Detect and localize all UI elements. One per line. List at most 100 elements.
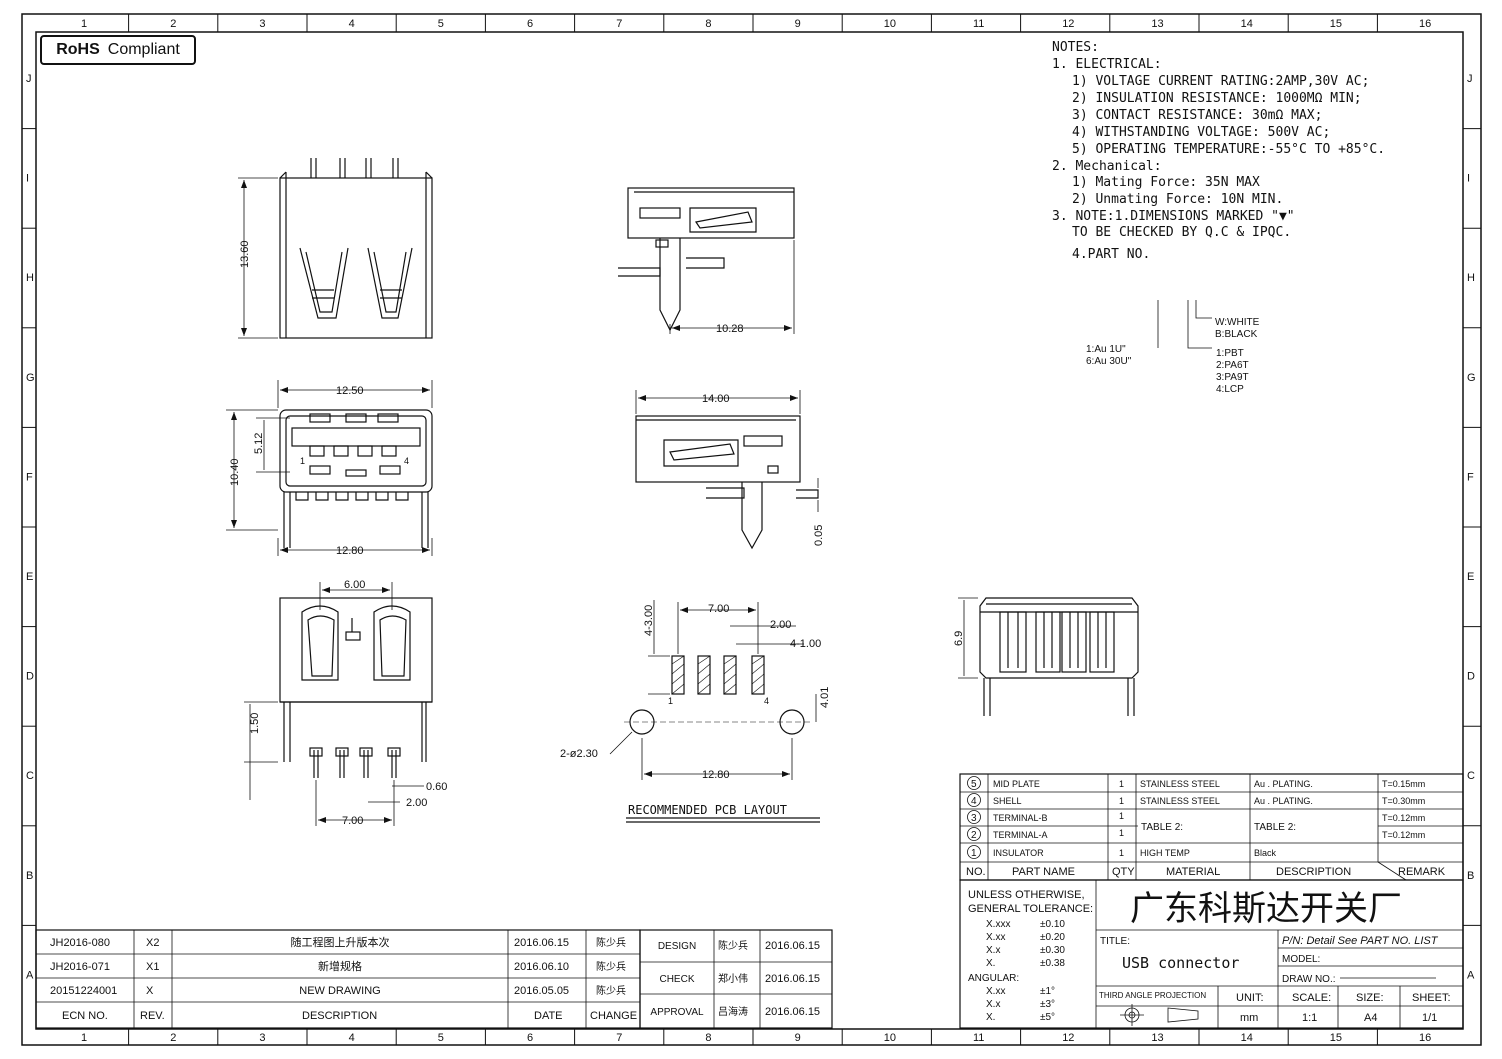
dim-5-12: 5.12 <box>253 433 265 454</box>
dim-0-60: 0.60 <box>426 781 447 793</box>
bom-remark: T=0.15mm <box>1382 779 1425 789</box>
tol-x0-value: ±0.38 <box>1040 958 1065 969</box>
grid-row-label-right: J <box>1467 73 1473 85</box>
material-2: 2:PA6T <box>1216 360 1249 371</box>
material-3: 3:PA9T <box>1216 372 1249 383</box>
tol-angular: ANGULAR: <box>968 973 1019 984</box>
tol-x1: X.x <box>986 945 1000 956</box>
grid-row-label-left: J <box>26 73 32 85</box>
bom-description: Black <box>1254 848 1277 858</box>
pcb-caption: RECOMMENDED PCB LAYOUT <box>628 803 787 817</box>
tol-a-0: X. <box>986 1012 995 1023</box>
rev-date: 2016.05.05 <box>514 985 569 997</box>
approval-date: 2016.06.15 <box>765 940 820 952</box>
notes-m1: 1) Mating Force: 35N MAX <box>1072 175 1260 190</box>
approval-date: 2016.06.15 <box>765 973 820 985</box>
color-black: B:BLACK <box>1215 329 1258 340</box>
bom-qty: 1 <box>1119 811 1124 821</box>
model-label: MODEL: <box>1282 954 1320 965</box>
sheet-label: SHEET: <box>1412 992 1451 1004</box>
grid-col-label-top: 14 <box>1241 18 1253 30</box>
tol-a-xx: X.xx <box>986 986 1005 997</box>
grid-row-label-left: G <box>26 372 35 384</box>
tol-x1-value: ±0.30 <box>1040 945 1065 956</box>
plating-6: 6:Au 30U" <box>1086 356 1132 367</box>
rev-rev: X1 <box>146 961 159 973</box>
front-view-bottom <box>244 582 433 826</box>
bom-description: Au . PLATING. <box>1254 779 1313 789</box>
grid-row-label-left: I <box>26 173 29 185</box>
rev-description: 随工程图上升版本次 <box>291 935 390 949</box>
side-view-mid <box>635 390 819 550</box>
bom-part-name: TERMINAL-A <box>993 830 1048 840</box>
sheet-value: 1/1 <box>1422 1012 1437 1024</box>
grid-col-label-top: 16 <box>1419 18 1431 30</box>
dim-0-05: 0.05 <box>813 525 825 546</box>
bom-header-desc: DESCRIPTION <box>1276 866 1351 878</box>
grid-col-label-bottom: 1 <box>81 1032 87 1044</box>
bom-item-circle <box>967 776 981 790</box>
notes-e4: 4) WITHSTANDING VOLTAGE: 500V AC; <box>1072 125 1330 140</box>
compliant-label: Compliant <box>107 41 180 58</box>
grid-row-label-left: H <box>26 272 34 284</box>
dim-12-80-pcb: 12.80 <box>702 769 730 781</box>
dim-2-00-leads: 2.00 <box>406 797 427 809</box>
title-block: UNLESS OTHERWISE, GENERAL TOLERANCE: X.x… <box>959 879 1464 1029</box>
dim-1-50: 1.50 <box>249 713 261 734</box>
bom-header-material: MATERIAL <box>1166 866 1220 878</box>
bom-part-name: INSULATOR <box>993 848 1044 858</box>
dim-12-80-front: 12.80 <box>336 545 364 557</box>
grid-col-label-top: 7 <box>616 18 622 30</box>
approval-role: APPROVAL <box>650 1007 704 1018</box>
rev-ecn: JH2016-080 <box>50 937 110 949</box>
grid-col-label-top: 12 <box>1062 18 1074 30</box>
projection-label: THIRD ANGLE PROJECTION <box>1099 991 1206 1000</box>
approval-name: 陈少兵 <box>718 939 748 952</box>
bom-header-no: NO. <box>966 866 986 878</box>
bom-material: STAINLESS STEEL <box>1140 779 1220 789</box>
notes-n3b: TO BE CHECKED BY Q.C & IPQC. <box>1072 225 1291 240</box>
bom-remark: T=0.12mm <box>1382 813 1425 823</box>
rohs-label: RoHS <box>56 41 100 58</box>
tol-xx-value: ±0.20 <box>1040 932 1065 943</box>
grid-col-label-bottom: 12 <box>1062 1032 1074 1044</box>
bom-part-name: MID PLATE <box>993 779 1040 789</box>
dim-14-00: 14.00 <box>702 393 730 405</box>
dim-7-00-leads: 7.00 <box>342 815 363 827</box>
bom-item-no: 5 <box>971 779 977 790</box>
draw-no-label: DRAW NO.: <box>1282 974 1336 985</box>
grid-col-label-bottom: 8 <box>705 1032 711 1044</box>
bom-item-circle <box>967 810 981 824</box>
dim-10-40: 10.40 <box>229 458 241 486</box>
unit-label: UNIT: <box>1236 992 1264 1004</box>
tol-line2: GENERAL TOLERANCE: <box>968 903 1093 915</box>
approval-role: CHECK <box>659 974 694 985</box>
grid-row-label-right: B <box>1467 870 1474 882</box>
dim-6-00: 6.00 <box>344 579 365 591</box>
unit-value: mm <box>1240 1012 1258 1024</box>
dim-10-28: 10.28 <box>716 323 744 335</box>
grid-col-label-bottom: 3 <box>259 1032 265 1044</box>
rev-rev: X2 <box>146 937 159 949</box>
title-label: TITLE: <box>1100 936 1130 947</box>
rev-description: NEW DRAWING <box>299 985 380 997</box>
grid-col-label-top: 13 <box>1151 18 1163 30</box>
rev-header-rev: REV. <box>140 1010 165 1022</box>
right-view <box>958 597 1139 716</box>
bom-item-circle <box>967 793 981 807</box>
bom-item-circle <box>967 845 981 859</box>
scale-value: 1:1 <box>1302 1012 1317 1024</box>
bom-remark: T=0.30mm <box>1382 796 1425 806</box>
notes-block: NOTES: 1. ELECTRICAL: 1) VOLTAGE CURRENT… <box>1052 40 1385 395</box>
pin-4-label: 4 <box>404 456 409 466</box>
rev-date: 2016.06.10 <box>514 961 569 973</box>
dim-4-1-00: 4-1.00 <box>790 638 821 650</box>
grid-col-label-top: 3 <box>259 18 265 30</box>
rev-header-desc: DESCRIPTION <box>302 1010 377 1022</box>
grid-col-label-bottom: 6 <box>527 1032 533 1044</box>
bom-qty: 1 <box>1119 779 1124 789</box>
part-number: P/N: Detail See PART NO. LIST <box>1282 935 1439 947</box>
grid-row-label-left: D <box>26 671 34 683</box>
